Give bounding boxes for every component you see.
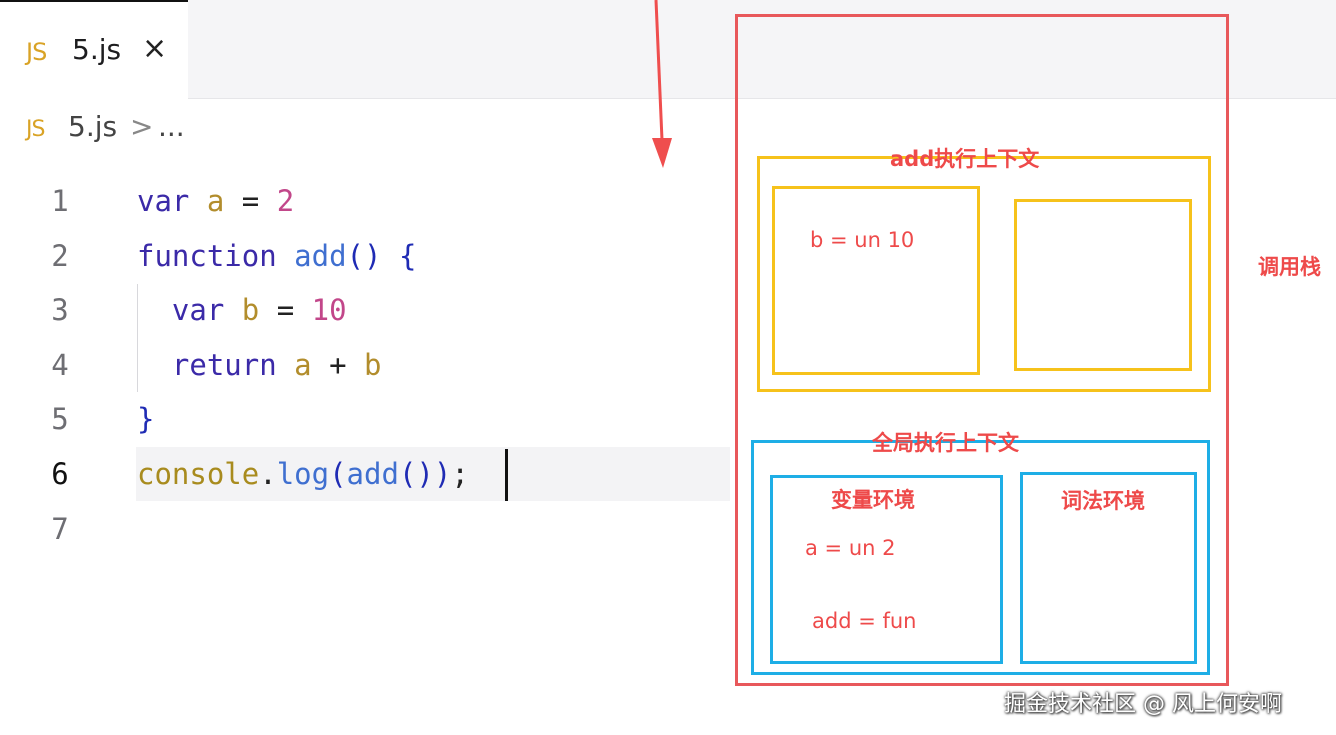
code-token: function (137, 239, 277, 273)
code-token: { (398, 239, 417, 273)
javascript-file-icon: JS (26, 38, 47, 66)
breadcrumb-file[interactable]: 5.js (68, 110, 118, 143)
code-token: 10 (311, 293, 347, 327)
code-token (137, 348, 172, 382)
global-var-a: a = un 2 (805, 536, 896, 560)
code-token: ) (433, 457, 452, 491)
code-token: ( (329, 457, 347, 491)
code-token: return (171, 348, 277, 382)
chevron-right-icon: > (130, 110, 154, 143)
tab-label: 5.js (72, 33, 122, 66)
global-context-box (751, 440, 1210, 675)
code-line[interactable]: var b = 10 (137, 283, 347, 337)
text-cursor (505, 449, 508, 501)
call-stack-box (735, 14, 1229, 686)
code-token: () (398, 457, 434, 491)
arrow-down-icon (652, 0, 672, 168)
code-token: b (241, 293, 260, 327)
line-number: 7 (51, 512, 69, 546)
code-token (189, 184, 206, 218)
global-context-label: 全局执行上下文 (872, 431, 1019, 455)
code-line[interactable]: return a + b (137, 338, 382, 392)
line-number: 6 (51, 457, 69, 491)
tab-5-js[interactable]: JS 5.js × (0, 0, 188, 101)
line-number: 4 (51, 348, 69, 382)
code-token (277, 348, 294, 382)
code-token: a (206, 184, 225, 218)
line-number: 5 (51, 402, 69, 436)
code-token (277, 239, 294, 273)
code-token: + (311, 348, 365, 382)
add-var-b: b = un 10 (810, 228, 915, 252)
code-token: 2 (276, 184, 295, 218)
code-token: var (137, 184, 190, 218)
close-icon[interactable]: × (142, 31, 168, 66)
add-var-env-box (772, 186, 980, 375)
global-var-env-box (770, 475, 1003, 664)
indent-guide (137, 284, 138, 392)
code-token: . (259, 457, 277, 491)
code-line[interactable]: function add() { (137, 229, 416, 283)
code-token: ; (451, 457, 469, 491)
global-lex-env-box (1020, 472, 1197, 664)
lex-env-label: 词法环境 (1061, 489, 1145, 513)
code-token: console (137, 457, 260, 491)
var-env-label: 变量环境 (831, 488, 915, 512)
code-token (381, 239, 398, 273)
code-token: a (294, 348, 312, 382)
code-token: log (276, 457, 330, 491)
code-line[interactable]: var a = 2 (137, 174, 294, 228)
code-token: = (259, 293, 312, 327)
code-token: add (346, 457, 399, 491)
code-token (137, 293, 172, 327)
code-token: var (171, 293, 225, 327)
watermark: 掘金技术社区 @ 风上何安啊 (1004, 692, 1282, 717)
code-line[interactable]: console.log(add()); (137, 447, 469, 501)
breadcrumb-more[interactable]: ... (158, 110, 185, 143)
add-context-box (757, 156, 1211, 392)
code-token: b (364, 348, 382, 382)
active-line-highlight (136, 447, 730, 501)
line-number: 1 (51, 184, 69, 218)
global-var-add: add = fun (812, 609, 917, 633)
code-line[interactable]: } (137, 392, 154, 446)
code-token: = (224, 184, 277, 218)
line-number: 3 (51, 293, 69, 327)
code-token: () (346, 239, 382, 273)
line-number: 2 (51, 239, 69, 273)
add-lex-env-box (1014, 199, 1192, 371)
call-stack-label: 调用栈 (1258, 255, 1321, 279)
javascript-file-icon: JS (26, 117, 45, 142)
code-token (224, 293, 241, 327)
code-token: add (294, 239, 347, 273)
add-context-label: add执行上下文 (890, 147, 1040, 171)
code-token: } (137, 402, 155, 436)
